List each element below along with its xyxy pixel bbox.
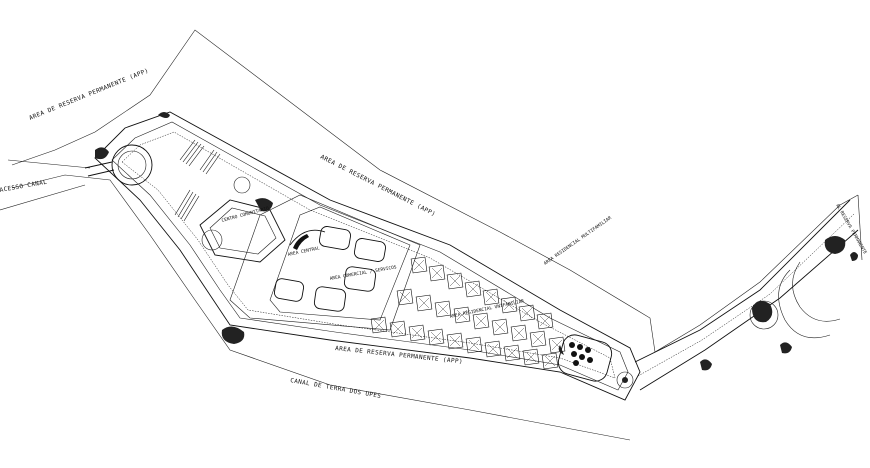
lot-hatch	[521, 307, 533, 319]
lot-hatch	[437, 303, 449, 315]
lot	[446, 332, 464, 350]
label-centro: CENTRO COMUNITARIO	[221, 205, 270, 223]
lot	[415, 294, 433, 312]
label-comercial: AREA COMERCIAL / SERVICOS	[329, 264, 397, 282]
roundabout-west	[84, 144, 153, 186]
lot-hatch	[494, 321, 506, 333]
east-access-road	[634, 199, 859, 391]
block-dividers	[229, 194, 421, 331]
lot	[434, 300, 452, 318]
lot-hatch	[544, 355, 556, 367]
lot	[482, 288, 500, 306]
lot	[464, 280, 482, 298]
label-lotes2: AREA RESIDENCIAL UNIFAMILIAR	[449, 298, 525, 320]
lot-hatch	[449, 335, 461, 347]
lot-hatch	[456, 309, 468, 321]
lot-hatch	[506, 347, 518, 359]
parking-rows-north	[174, 139, 221, 222]
lot	[427, 328, 445, 346]
lot-hatch	[373, 319, 385, 331]
label-app-bottom: AREA DE RESERVA PERMANENTE (APP)	[335, 345, 463, 365]
lot	[536, 312, 554, 330]
lot	[484, 340, 502, 358]
lot	[410, 256, 428, 274]
lot	[529, 330, 547, 348]
lot	[522, 348, 540, 366]
lot-hatch	[513, 327, 525, 339]
lot	[465, 336, 483, 354]
lot-hatch	[503, 299, 515, 311]
lot-hatch	[413, 259, 425, 271]
lot-hatch	[551, 339, 563, 351]
lot-hatch	[430, 331, 442, 343]
lot-hatch	[449, 275, 461, 287]
lot-hatch	[485, 291, 497, 303]
central-area: AREA CENTRAL AREA COMERCIAL / SERVICOS	[273, 226, 397, 312]
label-canal-bottom: CANAL DE TERRA DOS UPES	[290, 377, 382, 400]
corner-plantings	[158, 112, 564, 355]
lot-hatch	[467, 283, 479, 295]
label-lotes: AREA RESIDENCIAL MULTIFAMILIAR	[543, 215, 613, 267]
lot	[541, 352, 559, 370]
lot-hatch	[532, 333, 544, 345]
lot-hatch	[418, 297, 430, 309]
lot-hatch	[539, 315, 551, 327]
lot	[472, 312, 490, 330]
lot-hatch	[525, 351, 537, 363]
label-canal-left: ACESSO CANAL	[0, 179, 48, 194]
lot	[446, 272, 464, 290]
lot-hatch	[468, 339, 480, 351]
east-park	[557, 334, 634, 389]
property-boundary	[0, 29, 863, 441]
lot	[428, 264, 446, 282]
lot	[503, 344, 521, 362]
site-outline	[94, 111, 641, 401]
lot	[408, 324, 426, 342]
tree-cluster	[95, 147, 109, 160]
label-app-top: AREA DE RESERVA PERMANENTE (APP)	[28, 67, 150, 122]
lot	[453, 306, 471, 324]
lot	[396, 288, 414, 306]
lot	[548, 336, 566, 354]
lot-hatch	[392, 323, 404, 335]
lot-hatch	[475, 315, 487, 327]
label-central: AREA CENTRAL	[287, 245, 320, 258]
lot-hatch	[487, 343, 499, 355]
lot-hatch	[431, 267, 443, 279]
lot	[518, 304, 536, 322]
community-center: CENTRO COMUNITARIO	[199, 176, 286, 263]
label-app-center: AREA DE RESERVA PERMANENTE (APP)	[319, 154, 437, 219]
lot-hatch	[399, 291, 411, 303]
residential-lots	[370, 256, 566, 370]
lot	[510, 324, 528, 342]
lot	[370, 316, 388, 334]
lot	[500, 296, 518, 314]
lot	[491, 318, 509, 336]
lot	[389, 320, 407, 338]
lot-hatch	[411, 327, 423, 339]
